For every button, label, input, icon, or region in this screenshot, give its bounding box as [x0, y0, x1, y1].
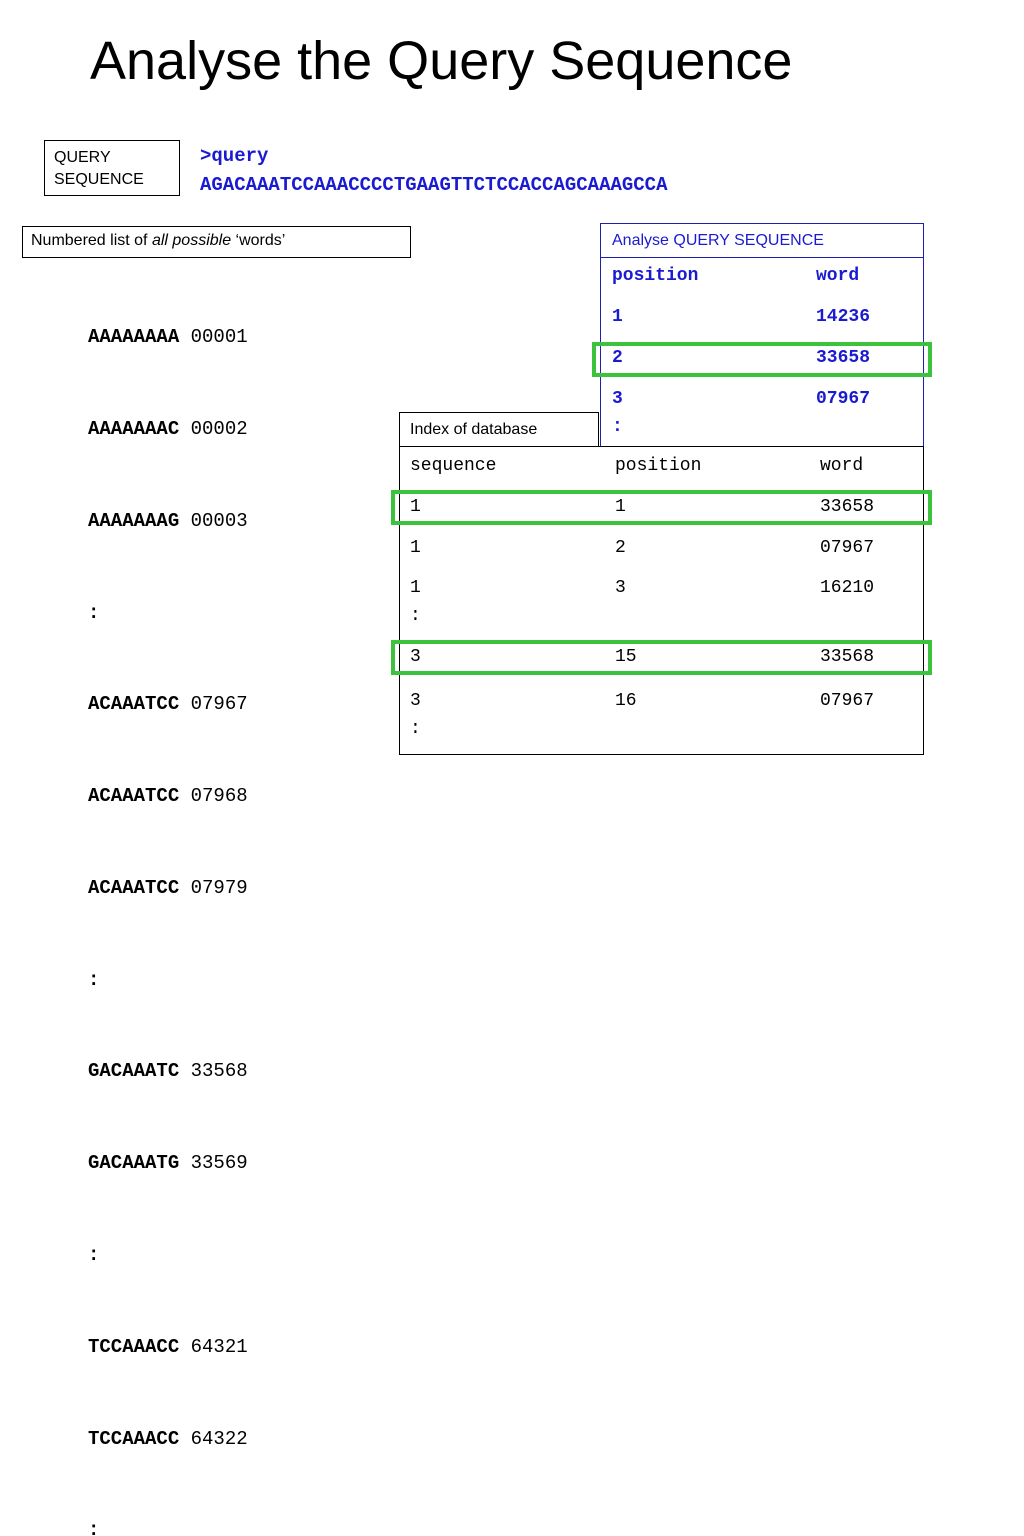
query-label-line2: SEQUENCE [54, 171, 144, 188]
list-item: AAAAAAAC 00002 [88, 417, 248, 440]
index-table-title: Index of database [399, 412, 599, 447]
list-item: : [88, 968, 100, 991]
list-item: GACAAATG 33569 [88, 1152, 248, 1175]
analyse-row-3-position: 3 [612, 389, 623, 409]
index-row-5-position: 16 [615, 691, 637, 711]
word-list-label-emph: all possible [151, 232, 232, 249]
analyse-row-1-word: 14236 [816, 307, 871, 327]
query-label-line1: QUERY [54, 149, 111, 166]
query-header: >query [200, 145, 269, 167]
index-row-1-sequence: 1 [410, 497, 421, 517]
list-item: : [88, 601, 100, 624]
index-row-2-position: 2 [615, 538, 626, 558]
highlight-index-row-4 [391, 640, 932, 675]
index-row-5-sequence: 3 [410, 691, 421, 711]
index-row-3-word: 16210 [820, 578, 875, 598]
analyse-query-table: Analyse QUERY SEQUENCE position word 1 1… [600, 223, 924, 447]
analyse-ellipsis: : [612, 417, 623, 437]
list-item: ACAAATCC 07968 [88, 785, 248, 808]
query-sequence-label: QUERY SEQUENCE [44, 140, 180, 196]
index-row-5-word: 07967 [820, 691, 875, 711]
index-col-position: position [615, 456, 702, 476]
analyse-header-divider [601, 257, 923, 258]
index-row-1-word: 33658 [820, 497, 875, 517]
list-item: ACAAATCC 07967 [88, 693, 248, 716]
list-item: AAAAAAAA 00001 [88, 326, 248, 349]
analyse-row-3-word: 07967 [816, 389, 871, 409]
analyse-table-title: Analyse QUERY SEQUENCE [612, 232, 824, 249]
highlight-index-row-1 [391, 490, 932, 525]
index-database-table: sequence position word 1 1 33658 1 2 079… [399, 446, 924, 755]
list-item: : [88, 1244, 100, 1266]
word-list-label-prefix: Numbered list of [31, 232, 152, 249]
analyse-row-1-position: 1 [612, 307, 623, 327]
index-row-2-sequence: 1 [410, 538, 421, 558]
list-item: TCCAAACC 64322 [88, 1427, 248, 1450]
index-row-3-position: 3 [615, 578, 626, 598]
query-sequence-string: AGACAAATCCAAACCCCTGAAGTTCTCCACCAGCAAAGCC… [200, 174, 668, 196]
query-sequence: >query AGACAAATCCAAACCCCTGAAGTTCTCCACCAG… [200, 142, 667, 200]
index-ellipsis-1: : [410, 606, 421, 626]
list-item: : [88, 1519, 100, 1536]
index-row-4-sequence: 3 [410, 647, 421, 667]
list-item: ACAAATCC 07979 [88, 876, 248, 899]
analyse-row-2-word: 33658 [816, 348, 871, 368]
list-item: TCCAAACC 64321 [88, 1335, 248, 1358]
page-title: Analyse the Query Sequence [90, 31, 793, 91]
index-row-3-sequence: 1 [410, 578, 421, 598]
word-list-label-suffix: ‘words’ [231, 232, 286, 249]
word-list: AAAAAAAA 00001 AAAAAAAC 00002 AAAAAAAG 0… [88, 261, 248, 1536]
index-row-4-word: 33568 [820, 647, 875, 667]
analyse-col-position: position [612, 266, 699, 286]
index-ellipsis-2: : [410, 719, 421, 739]
index-row-2-word: 07967 [820, 538, 875, 558]
index-row-1-position: 1 [615, 497, 626, 517]
word-list-label: Numbered list of all possible ‘words’ [22, 226, 411, 258]
index-col-word: word [820, 456, 864, 476]
analyse-row-2-position: 2 [612, 348, 623, 368]
analyse-col-word: word [816, 266, 860, 286]
index-col-sequence: sequence [410, 456, 497, 476]
highlight-analyse-row-2 [592, 342, 932, 377]
index-row-4-position: 15 [615, 647, 637, 667]
list-item: AAAAAAAG 00003 [88, 509, 248, 532]
list-item: GACAAATC 33568 [88, 1060, 248, 1083]
